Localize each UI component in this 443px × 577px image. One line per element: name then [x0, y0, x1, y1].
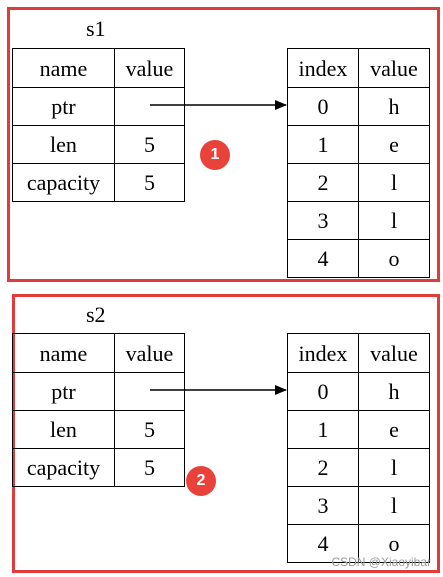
- s1-label: s1: [86, 16, 106, 41]
- column-header-index: index: [287, 48, 359, 88]
- index-cell: 2: [287, 448, 359, 487]
- field-name: len: [12, 410, 115, 449]
- column-header-value: value: [358, 48, 430, 88]
- field-name: ptr: [12, 372, 115, 411]
- field-value: 5: [114, 163, 185, 202]
- s2-label: s2: [86, 302, 106, 327]
- table-row: ptr: [12, 372, 185, 411]
- ptr-value-cell: [114, 372, 185, 411]
- char-cell: o: [358, 239, 430, 278]
- s1-frame: [7, 7, 440, 282]
- watermark: CSDN @Xiaoyibar: [331, 555, 431, 569]
- column-header-name: name: [12, 333, 115, 373]
- char-cell: l: [358, 486, 430, 525]
- index-cell: 2: [287, 163, 359, 202]
- char-cell: e: [358, 125, 430, 164]
- field-name: capacity: [12, 448, 115, 487]
- field-value: 5: [114, 448, 185, 487]
- table-row: len 5: [12, 410, 185, 449]
- step-badge-2: 2: [186, 466, 216, 496]
- step-badge-1: 1: [200, 140, 230, 170]
- field-value: 5: [114, 410, 185, 449]
- char-cell: l: [358, 163, 430, 202]
- table-row: ptr: [12, 87, 185, 126]
- field-value: 5: [114, 125, 185, 164]
- index-cell: 3: [287, 486, 359, 525]
- column-header-index: index: [287, 333, 359, 373]
- table-row: capacity 5: [12, 448, 185, 487]
- s1-variable-table: name value ptr len 5 capacity 5: [12, 48, 185, 202]
- char-cell: h: [358, 372, 430, 411]
- char-cell: e: [358, 410, 430, 449]
- ptr-value-cell: [114, 87, 185, 126]
- field-name: ptr: [12, 87, 115, 126]
- char-cell: h: [358, 87, 430, 126]
- index-cell: 0: [287, 87, 359, 126]
- index-cell: 1: [287, 125, 359, 164]
- table-row: len 5: [12, 125, 185, 164]
- column-header-name: name: [12, 48, 115, 88]
- char-cell: l: [358, 448, 430, 487]
- s2-variable-table: name value ptr len 5 capacity 5: [12, 333, 185, 487]
- column-header-value: value: [114, 48, 185, 88]
- field-name: len: [12, 125, 115, 164]
- table-row: capacity 5: [12, 163, 185, 202]
- index-cell: 3: [287, 201, 359, 240]
- column-header-value: value: [358, 333, 430, 373]
- index-cell: 1: [287, 410, 359, 449]
- index-cell: 4: [287, 524, 359, 563]
- char-cell: o: [358, 524, 430, 563]
- index-cell: 0: [287, 372, 359, 411]
- field-name: capacity: [12, 163, 115, 202]
- index-cell: 4: [287, 239, 359, 278]
- char-cell: l: [358, 201, 430, 240]
- column-header-value: value: [114, 333, 185, 373]
